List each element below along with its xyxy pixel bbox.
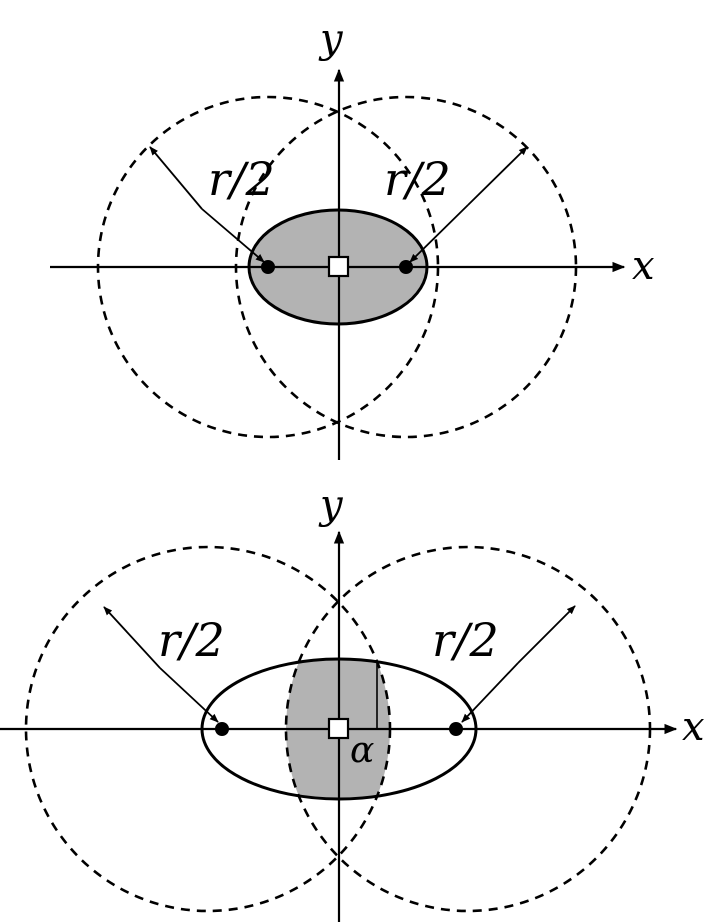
top-right-radius-arrow — [467, 146, 528, 206]
bottom-right-focus-dot — [449, 722, 463, 736]
bottom-radius-label-left: r/2 — [158, 613, 225, 667]
top-right-focus-dot — [399, 260, 413, 274]
top-left-radius-arrow-inner — [201, 208, 265, 263]
bottom-angle-label: α — [350, 730, 374, 771]
bottom-right-radius-arrow-inner — [461, 662, 519, 723]
top-left-focus-dot — [261, 260, 275, 274]
bottom-left-radius-arrow — [103, 606, 161, 669]
top-right-radius-arrow-inner — [409, 204, 469, 263]
bottom-y-axis-label: y — [318, 482, 344, 528]
bottom-x-axis-label: x — [682, 704, 705, 750]
top-center-square — [327, 255, 350, 278]
top-y-axis-label: y — [318, 16, 344, 62]
bottom-left-radius-arrow-inner — [159, 667, 219, 723]
bottom-center-square — [327, 717, 350, 740]
top-x-axis-label: x — [632, 243, 655, 289]
top-radius-label-right: r/2 — [384, 152, 451, 206]
top-radius-label-left: r/2 — [208, 152, 275, 206]
bottom-right-radius-arrow — [517, 605, 576, 664]
top-panel: r/2 r/2 x y — [50, 16, 655, 460]
bottom-radius-label-right: r/2 — [432, 613, 499, 667]
bottom-left-focus-dot — [215, 722, 229, 736]
bottom-panel: r/2 r/2 α x y — [0, 482, 705, 922]
top-left-radius-arrow — [149, 146, 203, 210]
